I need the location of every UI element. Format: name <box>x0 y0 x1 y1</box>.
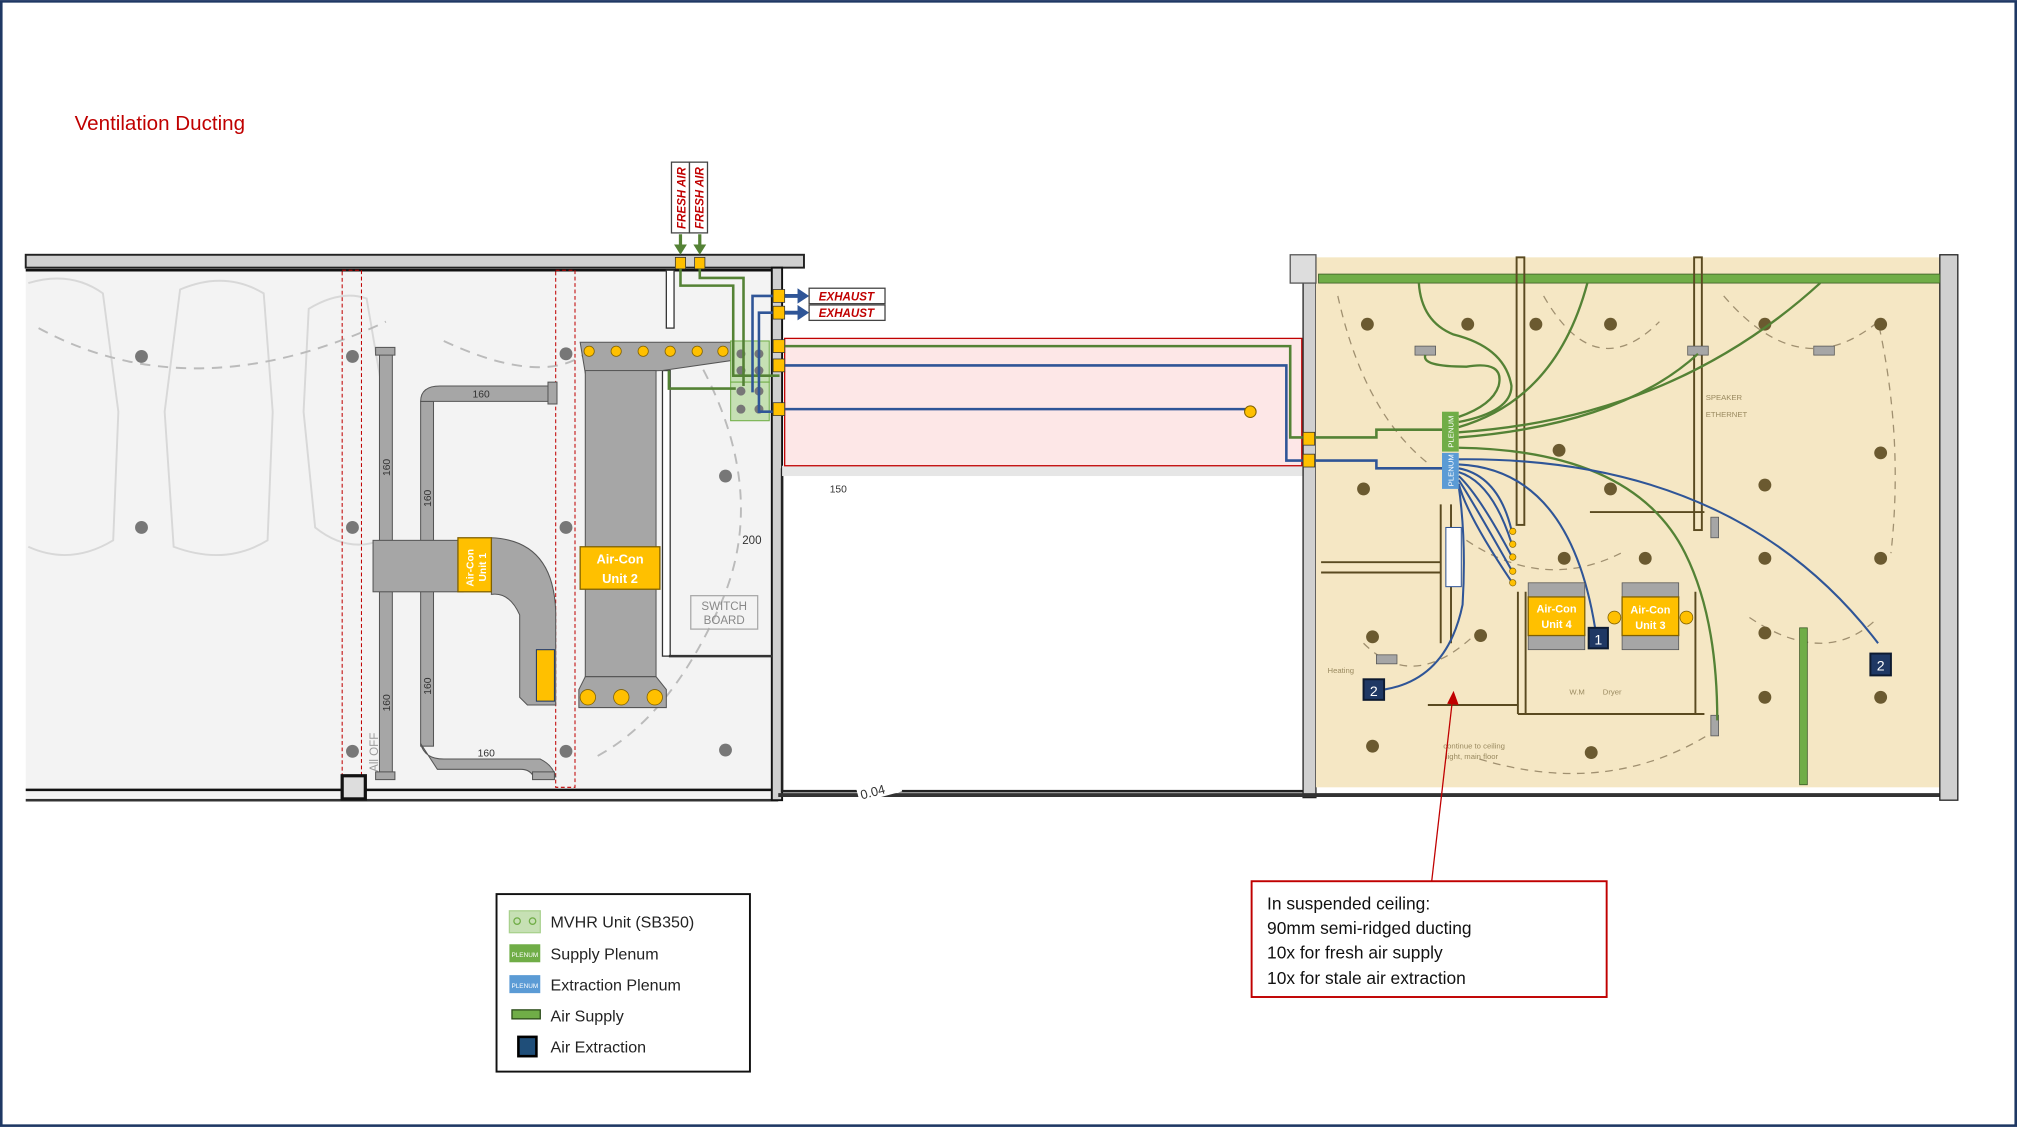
extract-valve <box>1244 405 1257 419</box>
svg-text:Unit 3: Unit 3 <box>1635 620 1665 632</box>
svg-text:PLENUM: PLENUM <box>1447 454 1456 486</box>
duct-size-label: 160 <box>478 748 495 759</box>
page-title: Ventilation Ducting <box>75 112 245 135</box>
air-supply-icon <box>511 1009 541 1020</box>
middle-area: 150 0.04 <box>778 256 1956 803</box>
svg-text:Unit 2: Unit 2 <box>602 571 638 586</box>
switch-board-label: SWITCH <box>701 601 747 613</box>
svg-text:Supply Plenum: Supply Plenum <box>551 946 659 964</box>
ac-unit-2-ducts <box>578 341 734 709</box>
duct-size-label: 200 <box>742 535 761 547</box>
legend: MVHR Unit (SB350) PLENUM Supply Plenum P… <box>495 893 751 1073</box>
svg-text:Extraction Plenum: Extraction Plenum <box>551 977 681 995</box>
duct-size-label: 160 <box>423 489 434 506</box>
svg-text:PLENUM: PLENUM <box>1447 416 1456 448</box>
legend-item: MVHR Unit (SB350) <box>508 910 695 934</box>
legend-item: Air Supply <box>511 1007 624 1025</box>
exhaust-label: EXHAUST <box>819 308 875 320</box>
extraction-point-2[interactable]: 2 <box>1362 678 1386 701</box>
ac-unit-1-grille <box>535 649 555 702</box>
svg-text:2: 2 <box>1370 683 1378 699</box>
garage-area: SWITCH BOARD 200 All OFF 160 160 160 160… <box>24 253 805 802</box>
svg-text:Air-Con: Air-Con <box>1630 605 1670 617</box>
ac-unit-2-diffusers <box>579 345 729 706</box>
room-label: light, main floor <box>1446 752 1499 761</box>
room-label: Dryer <box>1603 688 1622 697</box>
callout-line: 10x for fresh air supply <box>1267 942 1443 962</box>
svg-text:Air Extraction: Air Extraction <box>551 1038 647 1056</box>
svg-text:Air-Con: Air-Con <box>596 551 643 566</box>
svg-text:Unit 1: Unit 1 <box>478 553 489 582</box>
extraction-valves <box>1509 527 1517 587</box>
ac-unit-3[interactable]: Air-Con Unit 3 <box>1621 596 1680 637</box>
ac-unit-2[interactable]: Air-Con Unit 2 <box>579 546 661 590</box>
svg-text:Air-Con: Air-Con <box>465 549 476 587</box>
svg-text:PLENUM: PLENUM <box>511 983 538 990</box>
duct-size-label: 160 <box>382 459 393 476</box>
svg-text:Air-Con: Air-Con <box>1536 603 1576 615</box>
air-extraction-icon <box>517 1035 538 1058</box>
riser-zone <box>784 337 1303 467</box>
fresh-air-label: FRESH AIR <box>677 167 689 230</box>
flat-area: SPEAKER ETHERNET W.M Dryer Heating conti… <box>1289 254 1959 801</box>
supply-duct-main <box>1318 273 1941 284</box>
all-off-label: All OFF <box>369 733 381 772</box>
svg-text:1: 1 <box>1594 632 1602 648</box>
supply-plenum[interactable]: PLENUM <box>1442 411 1459 452</box>
exhaust-label: EXHAUST <box>819 291 875 303</box>
legend-item: PLENUM Extraction Plenum <box>509 975 681 995</box>
extraction-point-1[interactable]: 1 <box>1587 626 1609 650</box>
lighting-circuits <box>1337 295 1896 775</box>
legend-item: Air Extraction <box>517 1035 647 1058</box>
fresh-air-label: FRESH AIR <box>695 167 707 230</box>
fresh-air-intake: FRESH AIR FRESH AIR <box>670 161 709 270</box>
svg-text:Unit 4: Unit 4 <box>1541 619 1572 631</box>
supply-plenum-icon: PLENUM <box>509 944 541 963</box>
exhaust-outlet: EXHAUST EXHAUST <box>784 287 886 322</box>
duct-size-label: 150 <box>830 485 847 496</box>
mvhr-unit-icon <box>508 910 541 934</box>
svg-text:MVHR Unit (SB350): MVHR Unit (SB350) <box>551 914 695 932</box>
ceiling-light-icons <box>135 347 732 758</box>
supply-diffusers <box>1376 345 1835 737</box>
ceiling-light-icons <box>1357 317 1888 760</box>
suspended-ceiling-callout: In suspended ceiling: 90mm semi-ridged d… <box>1250 690 1608 998</box>
legend-item: PLENUM Supply Plenum <box>509 944 659 964</box>
mvhr-unit[interactable] <box>730 381 770 422</box>
duct-size-label: 160 <box>473 390 490 401</box>
air-supply-ducts <box>1417 282 1821 721</box>
air-extraction-ducts <box>1383 458 1879 691</box>
room-label: ETHERNET <box>1706 410 1748 419</box>
ac-unit-4[interactable]: Air-Con Unit 4 <box>1527 596 1586 637</box>
room-label: W.M <box>1569 688 1584 697</box>
room-label: SPEAKER <box>1706 393 1743 402</box>
extraction-point-2b[interactable]: 2 <box>1869 652 1892 677</box>
switch-board-label: BOARD <box>704 615 745 627</box>
extraction-grille <box>1445 526 1462 588</box>
duct-size-label: 160 <box>382 694 393 711</box>
room-label: Heating <box>1328 666 1355 675</box>
callout-line: 10x for stale air extraction <box>1267 968 1466 988</box>
room-label: continue to ceiling <box>1443 742 1505 751</box>
svg-text:PLENUM: PLENUM <box>511 952 538 959</box>
extraction-plenum[interactable]: PLENUM <box>1442 452 1459 489</box>
level-label: 0.04 <box>859 781 887 802</box>
callout-line: In suspended ceiling: <box>1267 894 1430 914</box>
callout-line: 90mm semi-ridged ducting <box>1267 918 1472 938</box>
wall-penetrations <box>772 289 1316 468</box>
ac-unit-1[interactable]: Air-Con Unit 1 <box>457 537 493 593</box>
svg-text:Air Supply: Air Supply <box>551 1007 624 1025</box>
duct-size-label: 160 <box>423 677 434 694</box>
extraction-plenum-icon: PLENUM <box>509 975 541 994</box>
svg-text:2: 2 <box>1877 657 1885 673</box>
